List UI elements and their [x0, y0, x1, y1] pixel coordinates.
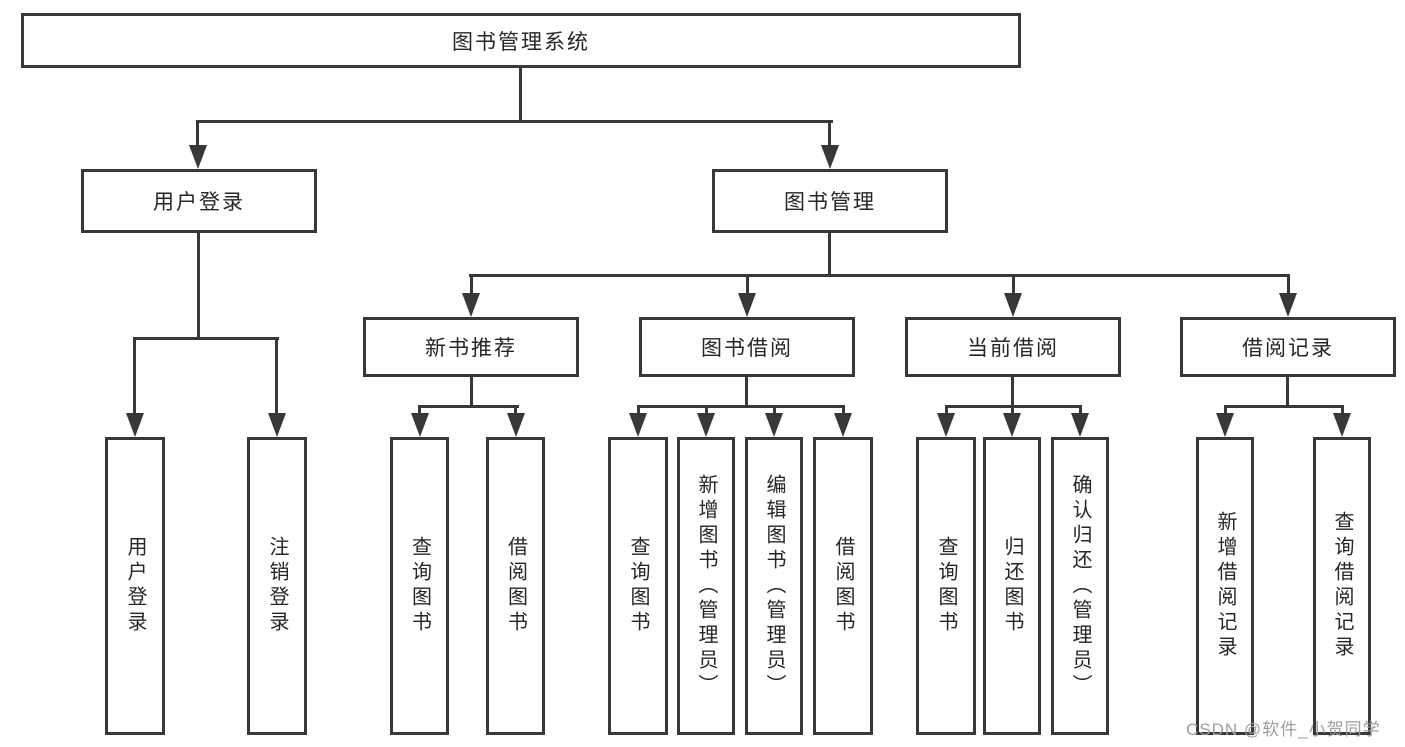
connector-line — [133, 337, 279, 340]
node-user-login: 用户登录 — [81, 169, 317, 233]
arrow-down-icon — [507, 413, 525, 437]
connector-line — [418, 405, 519, 408]
arrow-down-icon — [1216, 413, 1234, 437]
leaf-return-book: 归还图书 — [983, 437, 1041, 735]
arrow-down-icon — [738, 293, 756, 317]
arrow-down-icon — [629, 413, 647, 437]
connector-line — [470, 274, 473, 295]
node-current-borrowing: 当前借阅 — [905, 317, 1121, 377]
connector-line — [469, 274, 1290, 277]
leaf-query-borrow-record: 查询借阅记录 — [1313, 437, 1371, 735]
node-new-book-recommendation: 新书推荐 — [363, 317, 579, 377]
connector-line — [637, 405, 640, 415]
connector-line — [1079, 405, 1082, 415]
connector-line — [745, 375, 748, 405]
node-book-borrowing: 图书借阅 — [639, 317, 855, 377]
leaf-add-book-admin: 新增图书（管理员） — [677, 437, 735, 735]
arrow-down-icon — [1004, 293, 1022, 317]
leaf-edit-book-admin: 编辑图书（管理员） — [745, 437, 803, 735]
connector-line — [746, 274, 749, 295]
leaf-query-books-current: 查询图书 — [916, 437, 976, 735]
connector-line — [1012, 274, 1015, 295]
connector-line — [418, 405, 421, 415]
leaf-query-books-borrow: 查询图书 — [608, 437, 668, 735]
node-book-management: 图书管理 — [712, 169, 948, 233]
node-borrowing-records: 借阅记录 — [1180, 317, 1396, 377]
connector-line — [1224, 405, 1343, 408]
connector-line — [1224, 405, 1227, 415]
arrow-down-icon — [1279, 293, 1297, 317]
arrow-down-icon — [1003, 413, 1021, 437]
leaf-user-login: 用户登录 — [105, 437, 165, 735]
connector-line — [637, 405, 844, 408]
connector-line — [705, 405, 708, 415]
connector-line — [514, 405, 517, 415]
connector-line — [828, 231, 831, 274]
connector-line — [1341, 405, 1344, 415]
connector-line — [1286, 375, 1289, 405]
connector-line — [519, 66, 522, 120]
connector-line — [275, 337, 278, 415]
arrow-down-icon — [189, 145, 207, 169]
connector-line — [773, 405, 776, 415]
leaf-borrow-books: 借阅图书 — [813, 437, 873, 735]
connector-line — [133, 337, 136, 415]
arrow-down-icon — [1071, 413, 1089, 437]
connector-line — [1011, 375, 1014, 405]
arrow-down-icon — [268, 413, 286, 437]
connector-line — [197, 231, 200, 337]
connector-line — [197, 120, 833, 123]
arrow-down-icon — [697, 413, 715, 437]
leaf-borrow-books-recommend: 借阅图书 — [486, 437, 545, 735]
connector-line — [1011, 405, 1014, 415]
watermark: CSDN @软件_小贺同学 — [1186, 720, 1381, 739]
connector-line — [945, 405, 948, 415]
leaf-query-books-recommend: 查询图书 — [390, 437, 449, 735]
leaf-confirm-return-admin: 确认归还（管理员） — [1051, 437, 1109, 735]
node-library-management-system: 图书管理系统 — [21, 13, 1021, 68]
connector-line — [470, 375, 473, 405]
arrow-down-icon — [126, 413, 144, 437]
arrow-down-icon — [821, 145, 839, 169]
arrow-down-icon — [1333, 413, 1351, 437]
arrow-down-icon — [765, 413, 783, 437]
arrow-down-icon — [411, 413, 429, 437]
arrow-down-icon — [462, 293, 480, 317]
arrow-down-icon — [834, 413, 852, 437]
connector-line — [1287, 274, 1290, 295]
connector-line — [828, 120, 831, 148]
leaf-add-borrow-record: 新增借阅记录 — [1196, 437, 1254, 735]
leaf-logout: 注销登录 — [247, 437, 307, 735]
arrow-down-icon — [937, 413, 955, 437]
connector-line — [842, 405, 845, 415]
connector-line — [196, 120, 199, 148]
